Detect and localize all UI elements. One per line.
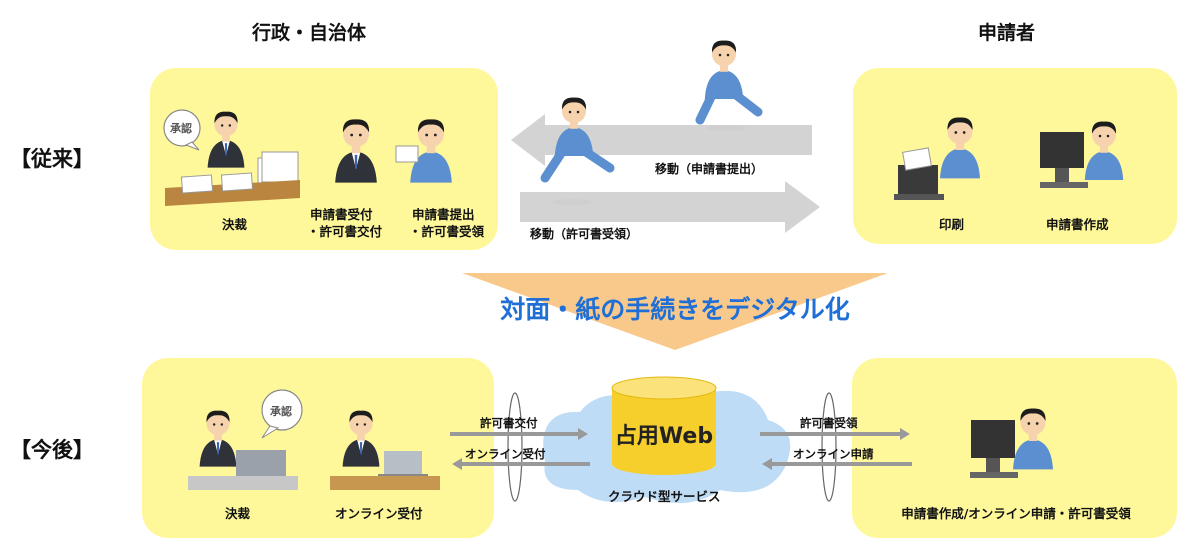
connection-ring-right (821, 392, 837, 502)
approval-bubble-icon (261, 389, 303, 439)
desk-with-papers-icon (165, 151, 300, 206)
flow-arrow-gov-in (452, 458, 590, 470)
government-header: 行政・自治体 (252, 22, 367, 44)
caption-reception-line2: ・許可書交付 (307, 224, 383, 239)
label-move-submit: 移動（申請書提出） (655, 162, 764, 176)
desk (188, 476, 298, 490)
flow-arrow-app-out (760, 428, 910, 440)
label-flow-gov-in: オンライン受付 (465, 447, 546, 461)
caption-reception-line1: 申請書受付 (310, 207, 373, 222)
laptop-icon (378, 451, 428, 478)
applicant-at-computer-icon (1013, 408, 1053, 470)
running-worker-icon (695, 40, 763, 131)
worker-printing-icon (940, 117, 980, 179)
worker-at-computer-icon (1084, 121, 1124, 180)
desk (330, 476, 440, 490)
label-move-receive: 移動（許可書受領） (530, 227, 639, 241)
label-flow-app-out: 許可書受領 (800, 416, 858, 430)
caption-future-decision: 決裁 (225, 506, 251, 521)
official-at-desk-icon (207, 111, 245, 168)
approval-bubble-text: 承認 (270, 405, 292, 418)
transition-title: 対面・紙の手続きをデジタル化 (500, 295, 850, 324)
caption-future-applicant: 申請書作成/オンライン申請・許可書受領 (901, 506, 1131, 521)
caption-create: 申請書作成 (1046, 217, 1109, 232)
caption-submission-line1: 申請書提出 (412, 207, 475, 222)
move-right-arrow (520, 181, 820, 233)
panel-government-future (142, 358, 494, 538)
computer-icon (1040, 132, 1088, 188)
database-icon (611, 376, 717, 475)
caption-online-reception: オンライン受付 (335, 506, 423, 521)
caption-decision: 決裁 (222, 217, 248, 232)
label-flow-gov-out: 許可書交付 (480, 416, 538, 430)
approval-bubble-text: 承認 (170, 122, 192, 135)
applicant-header: 申請者 (978, 22, 1036, 44)
approval-bubble-icon (163, 109, 201, 151)
computer-icon (970, 420, 1018, 478)
flow-arrow-gov-out (450, 428, 588, 440)
row-label-conventional: 【従来】 (10, 147, 94, 171)
clerk-icon (335, 119, 377, 183)
clerk-at-laptop-icon (342, 410, 380, 467)
printer-icon (894, 147, 944, 200)
flow-arrow-app-in (762, 458, 912, 470)
label-flow-app-in: オンライン申請 (793, 447, 874, 461)
running-worker-icon (540, 97, 615, 205)
caption-submission-line2: ・許可書受領 (409, 224, 485, 239)
cloud-label: クラウド型サービス (608, 489, 721, 504)
caption-print: 印刷 (939, 217, 965, 232)
connection-ring-left (507, 392, 523, 502)
official-at-laptop-icon (199, 410, 237, 467)
document-icon (395, 145, 419, 163)
system-name: 占用Web (614, 424, 714, 449)
transition-arrow (462, 273, 888, 350)
row-label-future: 【今後】 (10, 438, 94, 462)
